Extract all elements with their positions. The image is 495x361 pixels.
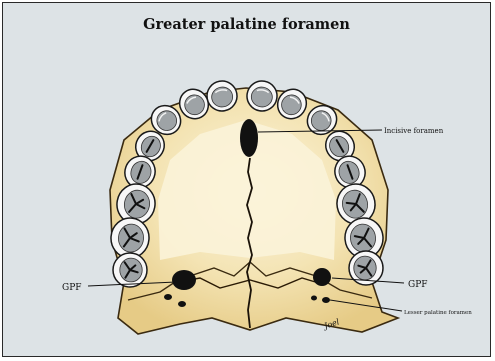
label-incisive-foramen: Incisive foramen bbox=[384, 127, 444, 135]
lesser-palatine-foramen-left-1 bbox=[164, 294, 172, 300]
incisive-foramen bbox=[240, 119, 258, 157]
lesser-palatine-foramen-right-1 bbox=[311, 296, 317, 301]
greater-palatine-foramen-right bbox=[313, 268, 331, 286]
greater-palatine-foramen-left bbox=[172, 270, 196, 290]
label-gpf-right: GPF bbox=[408, 280, 428, 290]
lesser-palatine-foramen-right-2 bbox=[322, 297, 330, 303]
lesser-palatine-foramen-left-2 bbox=[178, 301, 186, 307]
label-gpf-left: GPF bbox=[62, 283, 82, 293]
tooth-15 bbox=[113, 253, 147, 287]
label-lesser-palatine-foramen: Lesser palatine foramen bbox=[404, 310, 472, 316]
